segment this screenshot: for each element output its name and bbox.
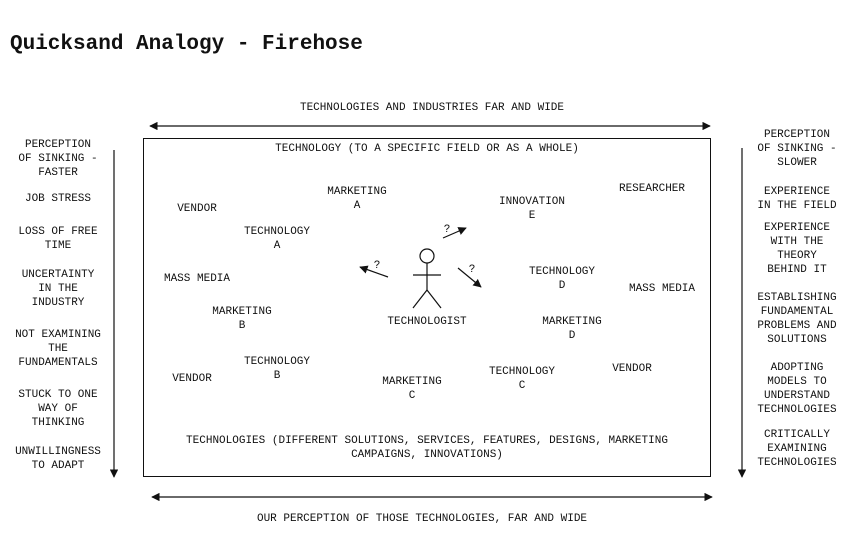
item-technology-d: TECHNOLOGY D: [528, 266, 595, 292]
right-item-adopting-models: ADOPTING MODELS TO UNDERSTAND TECHNOLOGI…: [757, 362, 837, 416]
item-vendor-3: VENDOR: [612, 363, 652, 375]
item-marketing-d: MARKETING D: [542, 316, 602, 342]
item-marketing-a: MARKETING A: [327, 186, 387, 212]
item-mass-media-1: MASS MEDIA: [163, 273, 230, 285]
arrow-up-right: [442, 227, 467, 239]
item-mass-media-2: MASS MEDIA: [628, 283, 695, 295]
technology-field-box: [143, 138, 711, 477]
item-researcher: RESEARCHER: [618, 183, 685, 195]
item-technology-a: TECHNOLOGY A: [243, 226, 310, 252]
box-header: TECHNOLOGY (TO A SPECIFIC FIELD OR AS A …: [275, 143, 579, 155]
left-item-unwillingness: UNWILLINGNESS TO ADAPT: [15, 446, 101, 472]
left-item-not-examining: NOT EXAMINING THE FUNDAMENTALS: [15, 329, 101, 369]
arrow-down-right: [457, 267, 482, 288]
item-marketing-b: MARKETING B: [212, 306, 272, 332]
left-item-perception-faster: PERCEPTION OF SINKING - FASTER: [18, 139, 98, 179]
left-item-uncertainty: UNCERTAINTY IN THE INDUSTRY: [21, 269, 95, 309]
question-mark-2: ?: [373, 260, 381, 272]
stick-figure-icon: [412, 248, 442, 309]
right-item-fundamental-problems: ESTABLISHING FUNDAMENTAL PROBLEMS AND SO…: [757, 292, 837, 346]
technologist-label: TECHNOLOGIST: [387, 316, 467, 328]
left-item-loss-free-time: LOSS OF FREE TIME: [18, 226, 98, 252]
arrow-left: [359, 265, 389, 278]
item-vendor-1: VENDOR: [177, 203, 217, 215]
top-caption: TECHNOLOGIES AND INDUSTRIES FAR AND WIDE: [299, 102, 565, 114]
right-item-perception-slower: PERCEPTION OF SINKING - SLOWER: [757, 129, 837, 169]
left-item-job-stress: JOB STRESS: [24, 193, 91, 205]
right-item-experience-field: EXPERIENCE IN THE FIELD: [757, 186, 837, 212]
page-title: Quicksand Analogy - Firehose: [10, 33, 363, 56]
question-mark-3: ?: [468, 264, 476, 276]
item-marketing-c: MARKETING C: [382, 376, 442, 402]
right-item-experience-theory: EXPERIENCE WITH THE THEORY BEHIND IT: [763, 222, 830, 276]
item-technology-c: TECHNOLOGY C: [488, 366, 555, 392]
right-item-critically-examining: CRITICALLY EXAMINING TECHNOLOGIES: [757, 429, 837, 469]
box-footer: TECHNOLOGIES (DIFFERENT SOLUTIONS, SERVI…: [186, 435, 668, 461]
question-mark-1: ?: [443, 224, 451, 236]
bottom-caption: OUR PERCEPTION OF THOSE TECHNOLOGIES, FA…: [256, 513, 588, 525]
left-item-stuck: STUCK TO ONE WAY OF THINKING: [18, 389, 98, 429]
item-innovation-e: INNOVATION E: [498, 196, 565, 222]
item-vendor-2: VENDOR: [172, 373, 212, 385]
item-technology-b: TECHNOLOGY B: [243, 356, 310, 382]
